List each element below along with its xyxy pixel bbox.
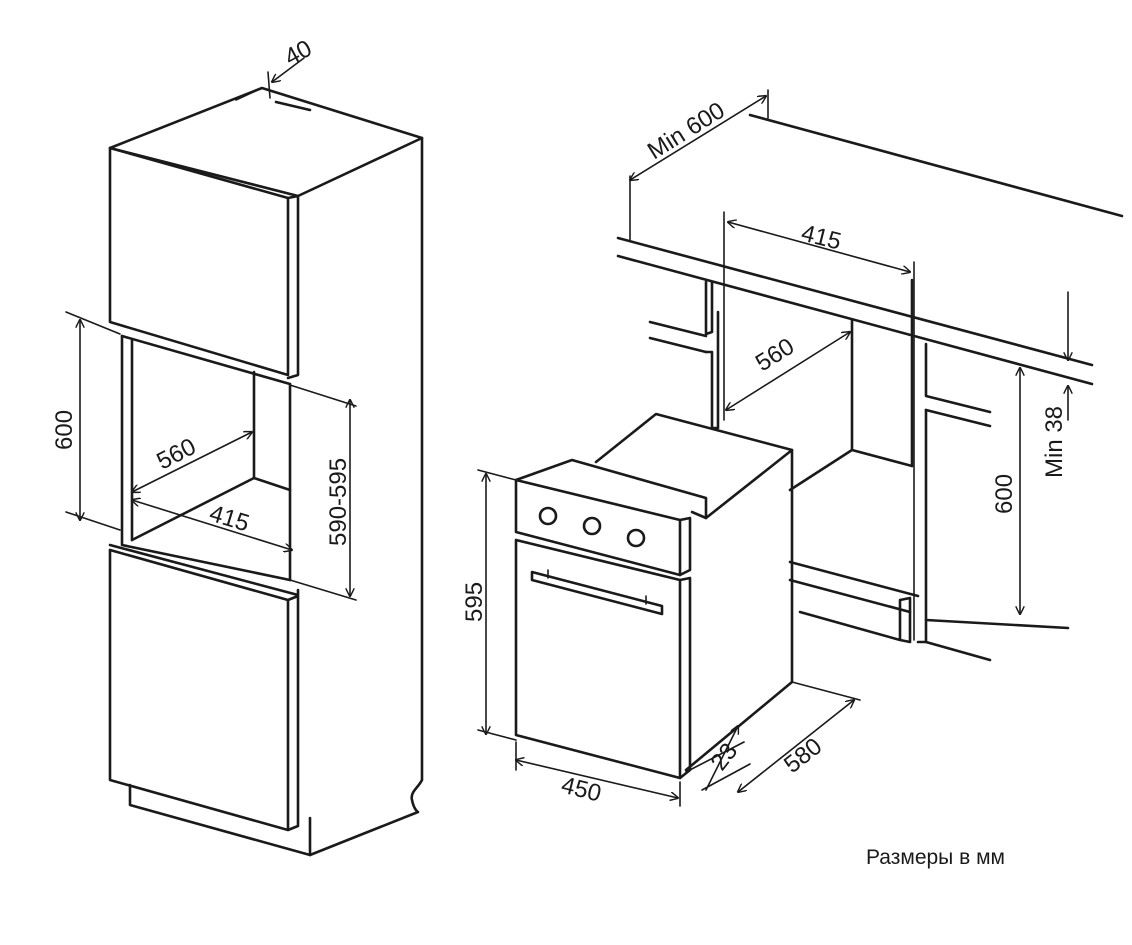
oven-height-label: 595 [461, 582, 488, 622]
niche-depth-label: 560 [152, 433, 200, 475]
right-labels: Min 600 415 560 Min 38 600 595 450 23 58… [461, 97, 1068, 808]
niche-back-width-label: 415 [206, 500, 252, 538]
oven [514, 412, 794, 780]
min-width-label: Min 600 [643, 97, 730, 165]
min-countertop-label: Min 38 [1041, 406, 1068, 478]
niche-height-label: 600 [51, 410, 78, 450]
left-dimensions [65, 57, 357, 601]
oven-knob-3 [626, 528, 646, 548]
oven-width-label: 450 [559, 772, 604, 808]
depth-gap-label: 40 [280, 35, 316, 71]
oven-depth-label: 580 [779, 733, 827, 779]
oven-knob-2 [582, 516, 602, 536]
back-width-label: 415 [799, 220, 844, 256]
counter-cabinet [616, 113, 1124, 662]
oven-knob-1 [538, 506, 558, 526]
oven-opening-height-label: 590-595 [325, 458, 352, 546]
depth-label: 560 [751, 333, 799, 377]
niche-height-label: 600 [991, 474, 1018, 514]
oven-handle [530, 570, 664, 616]
right-dimensions [477, 89, 1068, 807]
tall-cabinet [108, 86, 424, 857]
units-note: Размеры в мм [866, 846, 1005, 869]
